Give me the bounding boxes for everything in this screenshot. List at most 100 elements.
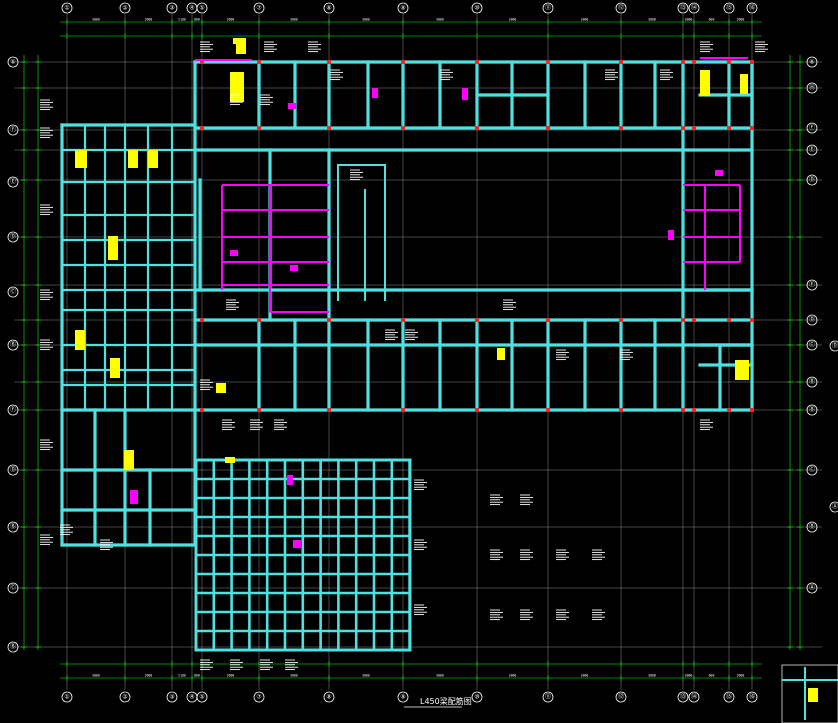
axis-bubble-top (61, 2, 73, 14)
axis-bubble-right-label: Ⓕ (809, 281, 815, 289)
axis-bubble-bottom (397, 691, 409, 703)
axis-bubble-bottom-label: ⑧ (326, 694, 331, 701)
column-marker (257, 126, 261, 130)
dimension-text: 3000 (737, 674, 745, 678)
annotation-label (75, 150, 87, 168)
axis-bubble-far-right (829, 340, 838, 352)
axis-bubble-far-right-label: Ⓓ (832, 342, 838, 350)
column-marker (327, 408, 331, 412)
annotation-label (230, 72, 244, 102)
axis-bubble-bottom (323, 691, 335, 703)
axis-bubble-bottom-label: ⑫ (618, 693, 624, 701)
axis-bubble-right-label: Ⓓ (809, 176, 815, 184)
dimension-text: 3000 (648, 674, 656, 678)
axis-bubble-left-label: Ⓑ (10, 643, 16, 651)
annotation-label (148, 150, 158, 168)
axis-bubble-bottom (542, 691, 554, 703)
axis-bubble-top (119, 2, 131, 14)
axis-bubble-left-label: ⑥ (10, 59, 15, 66)
axis-bubble-far-right-label: Ⓐ (832, 503, 838, 511)
axis-bubble-left-label: Ⓔ (10, 178, 16, 186)
axis-bubble-left-label: Ⓒ (10, 288, 16, 296)
column-marker (692, 60, 696, 64)
axis-bubble-bottom-label: ① (64, 694, 69, 701)
axis-bubble-top-label: ① (64, 5, 69, 12)
axis-bubble-right-label: Ⓐ (809, 584, 815, 592)
axis-bubble-right-label: Ⓒ (809, 341, 815, 349)
axis-bubble-right (806, 82, 818, 94)
axis-bubble-top-label: ⑫ (618, 4, 624, 12)
annotation-label (497, 348, 505, 360)
beam-layout (60, 60, 754, 547)
column-marker (257, 60, 261, 64)
axis-bubble-bottom-label: ⑩ (474, 694, 479, 701)
axis-bubble-right (806, 464, 818, 476)
axis-bubble-far-right (829, 501, 838, 513)
annotation-label (290, 265, 298, 271)
dimension-text: 3000 (737, 18, 745, 22)
column-marker (692, 318, 696, 322)
axis-bubble-right (806, 404, 818, 416)
axis-bubble-top (542, 2, 554, 14)
axis-bubble-bottom-label: ⑯ (749, 693, 755, 701)
column-marker (401, 126, 405, 130)
legend-detail (781, 664, 838, 723)
annotation-label (128, 150, 138, 168)
dimension-text: 3000 (509, 674, 517, 678)
axis-bubble-right (806, 582, 818, 594)
annotation-label (462, 88, 468, 100)
column-marker (200, 126, 204, 130)
axis-bubble-top (253, 2, 265, 14)
column-marker (475, 60, 479, 64)
beam-grid-block (194, 458, 412, 652)
axis-bubble-left (7, 286, 19, 298)
axis-bubble-top (615, 2, 627, 14)
axis-bubble-bottom (746, 691, 758, 703)
column-marker (200, 60, 204, 64)
column-marker (546, 60, 550, 64)
dimension-text: 3000 (92, 18, 100, 22)
axis-bubble-left-label: Ⓕ (10, 126, 16, 134)
axis-bubble-bottom (166, 691, 178, 703)
axis-bubble-bottom (196, 691, 208, 703)
axis-bubble-top-label: ⑩ (474, 5, 479, 12)
axis-bubble-top-label: ⑨ (400, 5, 405, 12)
column-marker (257, 318, 261, 322)
axis-bubble-left-label: Ⓓ (10, 466, 16, 474)
axis-bubble-left (7, 176, 19, 188)
column-marker (327, 60, 331, 64)
column-marker (619, 60, 623, 64)
dimension-text: 3000 (685, 674, 693, 678)
axis-bubble-top-label: ⑮ (726, 4, 732, 12)
secondary-beams (195, 57, 748, 313)
axis-bubble-left-label: Ⓑ (10, 341, 16, 349)
column-marker (727, 126, 731, 130)
column-marker (546, 408, 550, 412)
axis-bubble-top (166, 2, 178, 14)
annotation-label (735, 360, 749, 380)
annotation-label (287, 475, 293, 485)
column-marker (727, 60, 731, 64)
axis-bubble-left (7, 124, 19, 136)
column-marker (681, 126, 685, 130)
axis-bubble-top-label: ⑪ (545, 4, 551, 12)
axis-bubble-top-label: ⑬ (680, 4, 686, 12)
column-marker (200, 318, 204, 322)
axis-bubble-bottom-label: ② (122, 694, 128, 701)
axis-bubble-top (677, 2, 689, 14)
column-marker (619, 126, 623, 130)
axis-bubble-right (806, 279, 818, 291)
annotation-label (124, 450, 134, 470)
column-marker (475, 408, 479, 412)
column-marker (727, 318, 731, 322)
axis-bubble-bottom (61, 691, 73, 703)
axis-bubble-top (397, 2, 409, 14)
annotation-label (293, 540, 301, 548)
column-marker (401, 318, 405, 322)
axis-bubble-left (7, 404, 19, 416)
column-marker (750, 408, 754, 412)
axis-bubble-top (723, 2, 735, 14)
column-marker (546, 318, 550, 322)
axis-bubble-bottom (615, 691, 627, 703)
